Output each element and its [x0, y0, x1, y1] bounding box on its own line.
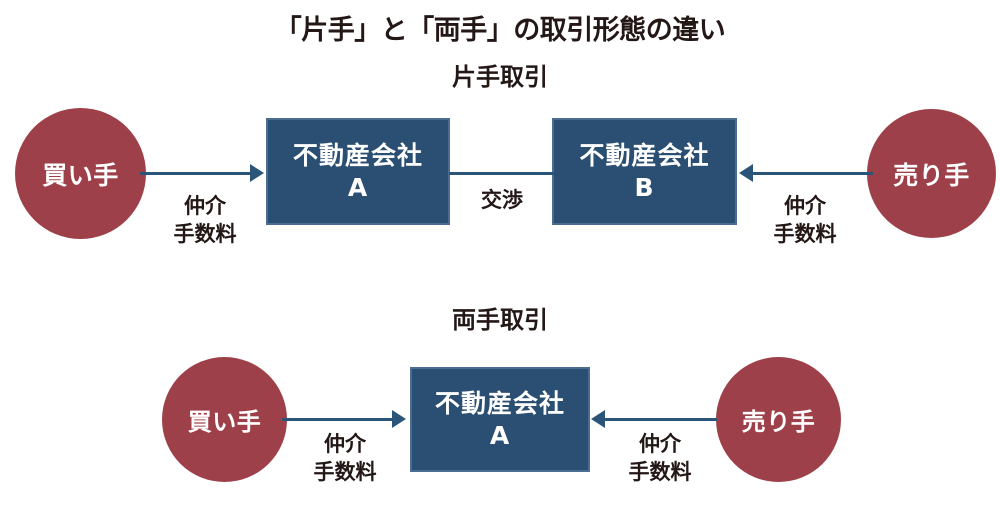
actor-seller-katate-label: 売り手	[893, 160, 970, 190]
section-heading-katate: 片手取引	[452, 63, 548, 91]
actor-seller-ryoute: 売り手	[716, 357, 841, 482]
company-a-katate-name: 不動産会社	[292, 141, 423, 171]
label-negotiation-katate: 交渉	[481, 188, 523, 212]
connector-line	[449, 172, 554, 175]
company-box-b-katate: 不動産会社 B	[552, 118, 737, 225]
actor-buyer-katate: 買い手	[15, 108, 146, 239]
label-fee-buyer-katate: 仲介 手数料	[155, 192, 255, 249]
section-heading-ryoute: 両手取引	[452, 306, 548, 334]
label-fee-seller-ryoute-line1: 仲介	[639, 432, 681, 456]
actor-seller-katate: 売り手	[867, 109, 996, 238]
label-fee-buyer-katate-line1: 仲介	[184, 194, 226, 218]
label-fee-seller-ryoute: 仲介 手数料	[610, 430, 710, 487]
arrow-shaft	[753, 172, 873, 175]
company-box-a-katate: 不動産会社 A	[266, 118, 450, 225]
label-fee-seller-katate-line2: 手数料	[773, 222, 837, 247]
arrow-head-right-icon	[250, 164, 264, 182]
actor-buyer-ryoute-label: 買い手	[187, 408, 262, 436]
company-b-katate-id: B	[634, 172, 655, 202]
arrow-head-left-icon	[739, 164, 753, 182]
company-a-katate-id: A	[347, 172, 369, 202]
arrow-shaft	[282, 418, 394, 421]
actor-buyer-katate-label: 買い手	[42, 160, 119, 190]
label-fee-buyer-ryoute-line1: 仲介	[324, 432, 366, 456]
label-fee-buyer-ryoute: 仲介 手数料	[295, 430, 395, 487]
arrow-shaft	[605, 418, 717, 421]
company-a-ryoute-id: A	[489, 420, 511, 450]
arrow-shaft	[140, 172, 252, 175]
company-a-ryoute-name: 不動産会社	[434, 389, 565, 419]
company-box-a-ryoute: 不動産会社 A	[410, 367, 590, 472]
arrow-head-right-icon	[392, 410, 406, 428]
page-title: 「片手」と「両手」の取引形態の違い	[274, 15, 726, 46]
arrow-head-left-icon	[591, 410, 605, 428]
label-fee-buyer-ryoute-line2: 手数料	[313, 460, 377, 485]
label-fee-seller-ryoute-line2: 手数料	[628, 460, 692, 485]
label-fee-buyer-katate-line2: 手数料	[173, 222, 237, 247]
actor-buyer-ryoute: 買い手	[162, 357, 287, 482]
company-b-katate-name: 不動産会社	[579, 141, 710, 171]
label-fee-seller-katate-line1: 仲介	[784, 194, 826, 218]
actor-seller-ryoute-label: 売り手	[741, 408, 816, 436]
label-fee-seller-katate: 仲介 手数料	[755, 192, 855, 249]
